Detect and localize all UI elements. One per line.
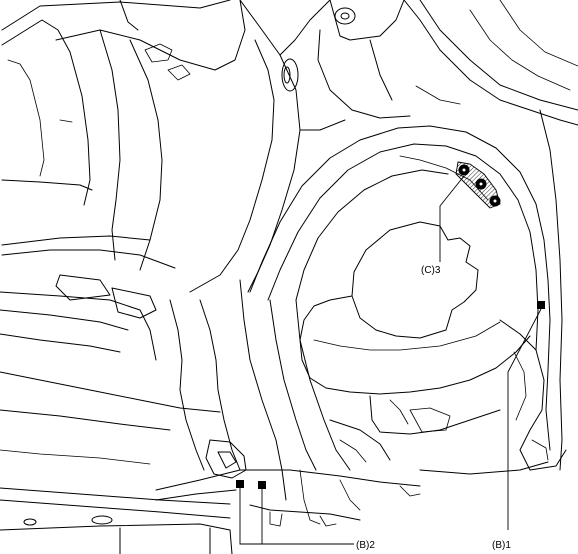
callout-b2: (B)2 (356, 540, 375, 551)
leader-b2 (239, 488, 354, 545)
bolt-c3-group (458, 164, 501, 207)
leader-b1 (507, 308, 542, 530)
leader-c3 (439, 175, 465, 262)
lower-frame-lines (0, 274, 241, 554)
pillar-base-lines (155, 279, 549, 527)
callout-c3: (C)3 (421, 265, 441, 276)
callout-b1: (B)1 (492, 540, 511, 551)
inner-wheelhouse-lines (299, 221, 567, 471)
wheel-arch-lines (249, 0, 578, 471)
marker-b2-right (258, 481, 266, 489)
leader-lines (239, 175, 542, 545)
marker-b2-left (236, 480, 244, 488)
marker-b1 (537, 301, 545, 309)
upper-pillar-lines (1, 0, 246, 271)
center-pillar-lines (189, 0, 411, 293)
